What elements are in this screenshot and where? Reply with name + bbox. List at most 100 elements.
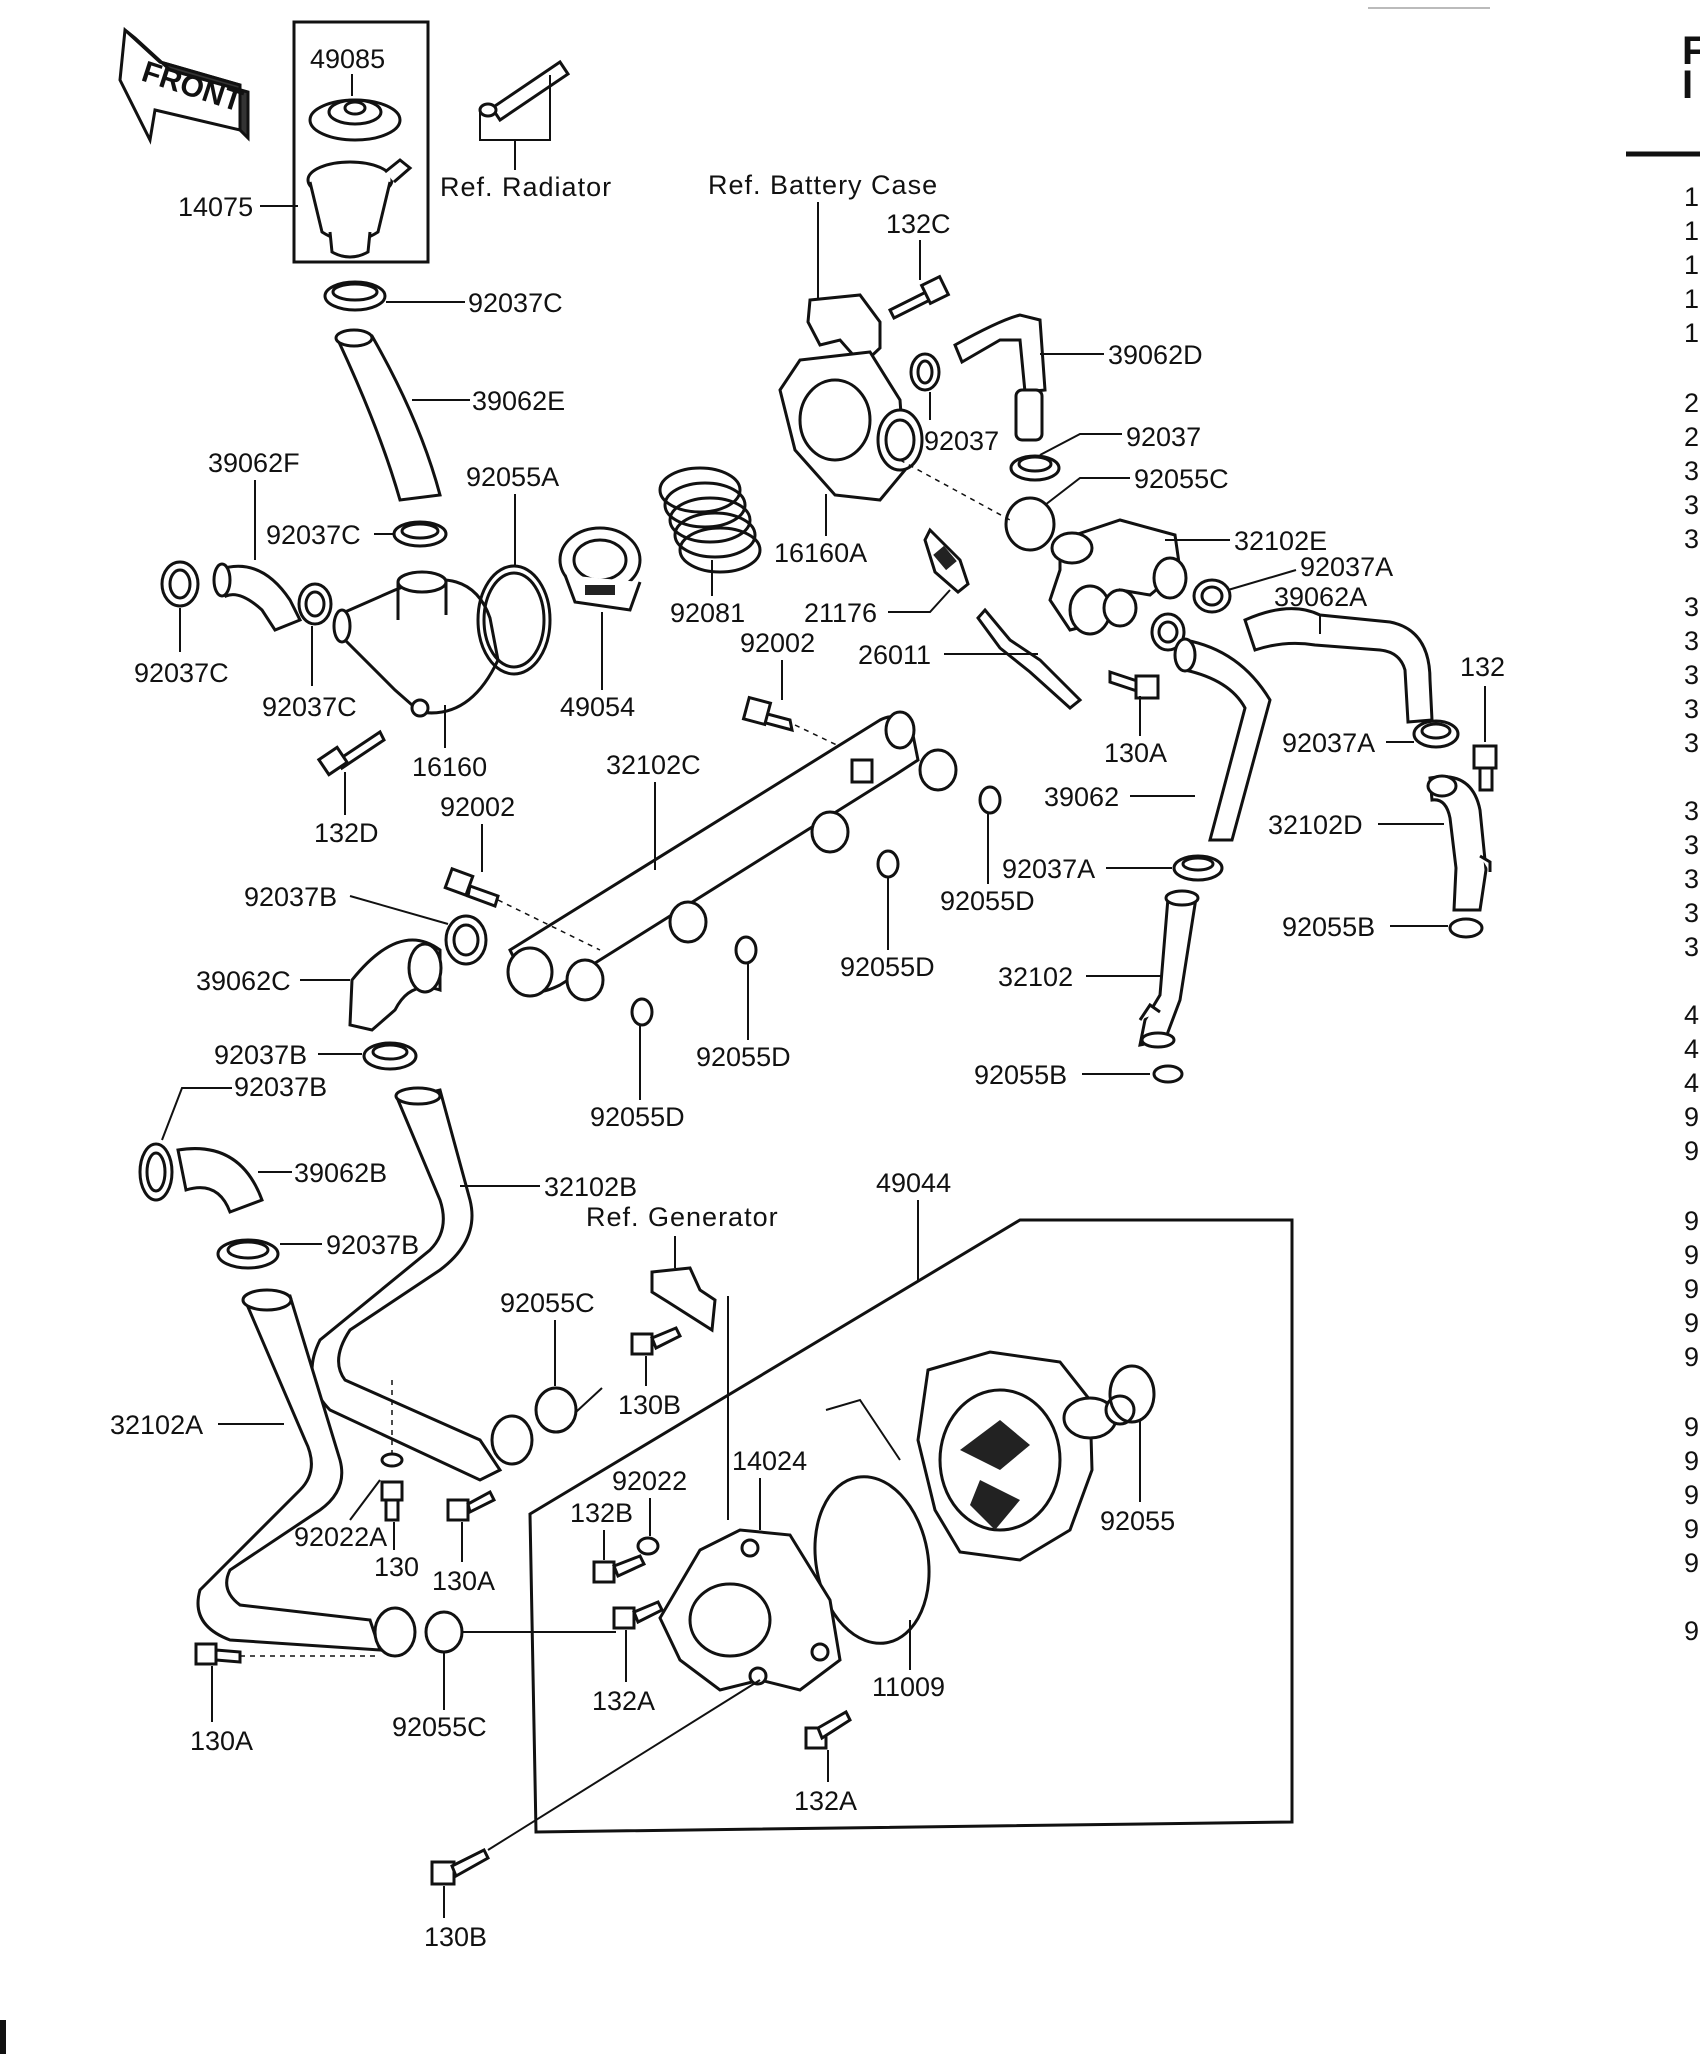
index-glyph: 3 — [1684, 728, 1699, 758]
part-label-92055b-low: 92055B — [974, 1060, 1067, 1090]
part-label-16160a: 16160A — [774, 538, 867, 568]
part-label-49085: 49085 — [310, 44, 385, 74]
hose-clamp-icon — [323, 280, 387, 312]
index-glyph: 9 — [1684, 1136, 1699, 1166]
index-glyph: 3 — [1684, 660, 1699, 690]
bolt-icon — [592, 1554, 647, 1584]
part-label-32102d: 32102D — [1268, 810, 1363, 840]
index-glyph: 1 — [1684, 284, 1699, 314]
part-label-92037c-low: 92037C — [262, 692, 357, 722]
index-glyph: 9 — [1684, 1446, 1699, 1476]
part-label-92037c-top: 92037C — [468, 288, 563, 318]
index-glyph: 3 — [1684, 898, 1699, 928]
hose-clamp-icon — [138, 1142, 174, 1202]
index-glyph: 3 — [1684, 592, 1699, 622]
hose-clamp-icon — [160, 560, 200, 608]
o-ring-icon — [1108, 1364, 1156, 1424]
part-label-92002-mid: 92002 — [440, 792, 515, 822]
part-label-92037b-a: 92037B — [244, 882, 337, 912]
index-glyph: 9 — [1684, 1616, 1699, 1646]
spring-icon — [658, 466, 762, 574]
part-label-92055d-d: 92055D — [590, 1102, 685, 1132]
part-label-49044: 49044 — [876, 1168, 951, 1198]
part-label-92055c-low: 92055C — [392, 1712, 487, 1742]
o-ring-icon — [630, 997, 654, 1027]
index-glyph: 1 — [1684, 318, 1699, 348]
hose-clamp-icon — [362, 1041, 418, 1071]
bolt-icon — [612, 1600, 665, 1630]
part-label-32102e: 32102E — [1234, 526, 1327, 556]
part-label-92055c-top: 92055C — [1134, 464, 1229, 494]
bolt-icon — [443, 866, 500, 908]
water-pump-assembly-box — [528, 1218, 1294, 1834]
index-glyph: 9 — [1684, 1206, 1699, 1236]
coolant-joint-icon — [1048, 518, 1188, 636]
part-label-92055a: 92055A — [466, 462, 559, 492]
part-label-130b-low: 130B — [424, 1922, 487, 1952]
part-label-132c: 132C — [886, 209, 951, 239]
index-glyph: 9 — [1684, 1102, 1699, 1132]
o-ring-icon — [1152, 1064, 1184, 1084]
gasket-icon — [813, 1475, 931, 1645]
index-glyph: 1 — [1684, 250, 1699, 280]
part-label-92055: 92055 — [1100, 1506, 1175, 1536]
hose-clamp-icon — [909, 352, 941, 392]
part-label-39062c: 39062C — [196, 966, 291, 996]
index-glyph: 3 — [1684, 694, 1699, 724]
part-label-39062a: 39062A — [1274, 582, 1367, 612]
index-glyph: 3 — [1684, 932, 1699, 962]
part-label-130: 130 — [374, 1552, 419, 1582]
thermostat-icon — [558, 526, 642, 612]
index-glyph: 9 — [1684, 1548, 1699, 1578]
ref-radiator-label: Ref. Radiator — [440, 172, 612, 202]
hose-clamp-icon — [444, 914, 488, 966]
index-glyph: 1 — [1684, 182, 1699, 212]
part-label-39062d: 39062D — [1108, 340, 1203, 370]
bolt-icon — [446, 1489, 497, 1522]
part-label-130a-low: 130A — [190, 1726, 253, 1756]
index-glyph: 4 — [1684, 1068, 1699, 1098]
part-label-92037a-low: 92037A — [1002, 854, 1095, 884]
index-glyph: 9 — [1684, 1342, 1699, 1372]
part-label-92037b-c: 92037B — [234, 1072, 327, 1102]
part-label-14024: 14024 — [732, 1446, 807, 1476]
hose-clamp-icon — [216, 1238, 280, 1270]
index-glyph: 9 — [1684, 1240, 1699, 1270]
part-label-130a-mid: 130A — [432, 1566, 495, 1596]
part-label-32102b: 32102B — [544, 1172, 637, 1202]
part-label-14075: 14075 — [178, 192, 253, 222]
part-label-132b: 132B — [570, 1498, 633, 1528]
index-glyph: 9 — [1684, 1274, 1699, 1304]
part-label-92037b-d: 92037B — [326, 1230, 419, 1260]
index-glyph: 9 — [1684, 1514, 1699, 1544]
washer-icon — [380, 1452, 404, 1468]
index-glyph: 3 — [1684, 524, 1699, 554]
part-label-26011: 26011 — [858, 640, 931, 670]
part-label-39062: 39062 — [1044, 782, 1119, 812]
part-label-132d: 132D — [314, 818, 379, 848]
index-glyph: 2 — [1684, 388, 1699, 418]
index-glyph: 9 — [1684, 1480, 1699, 1510]
part-label-92055d-c: 92055D — [696, 1042, 791, 1072]
water-pump-icon — [916, 1350, 1136, 1562]
part-label-32102: 32102 — [998, 962, 1073, 992]
part-label-92022: 92022 — [612, 1466, 687, 1496]
index-glyph: 3 — [1684, 456, 1699, 486]
index-glyph: F — [1682, 29, 1700, 73]
index-glyph: 3 — [1684, 796, 1699, 826]
hose-clamp-icon — [1150, 612, 1186, 652]
temperature-sensor-icon — [923, 527, 970, 594]
index-glyph: 9 — [1684, 1412, 1699, 1442]
part-label-92037c-left: 92037C — [134, 658, 229, 688]
index-glyph: 3 — [1684, 490, 1699, 520]
part-label-132a-a: 132A — [592, 1686, 655, 1716]
part-label-11009: 11009 — [872, 1672, 945, 1702]
part-label-49054: 49054 — [560, 692, 635, 722]
bolt-icon — [316, 729, 386, 777]
part-label-132a-b: 132A — [794, 1786, 857, 1816]
hose-clamp-icon — [392, 520, 448, 548]
part-label-92037a-mid: 92037A — [1282, 728, 1375, 758]
o-ring-icon — [876, 849, 900, 879]
part-label-92037a-top: 92037A — [1300, 552, 1393, 582]
part-label-92037c-mid: 92037C — [266, 520, 361, 550]
